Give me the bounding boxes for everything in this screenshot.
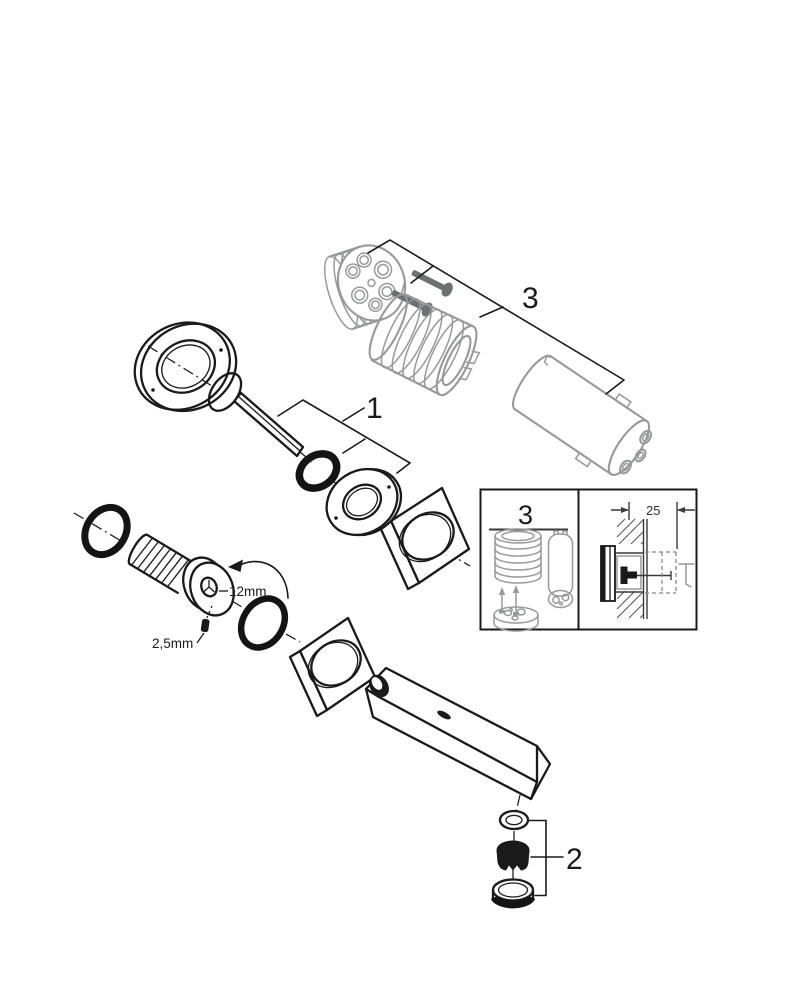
lever-pin xyxy=(207,372,305,458)
inset-depth-dimension: 25 xyxy=(611,502,695,549)
label-group-3: 3 xyxy=(522,282,539,315)
inset-group-label: 3 xyxy=(518,500,533,530)
inset-mini-cap xyxy=(493,606,539,632)
cartridge-cap xyxy=(323,244,407,330)
allen-key-size-label: 2,5mm xyxy=(152,636,193,651)
inset-mini-cartridge xyxy=(547,530,574,609)
inset-allen-key-icon xyxy=(678,563,695,588)
threaded-stud xyxy=(127,533,235,617)
spout xyxy=(364,666,552,801)
callout-group-2: 2 xyxy=(527,819,583,897)
callout-group-1: 1 xyxy=(277,392,411,474)
o-ring-large-2 xyxy=(237,595,289,651)
rotation-arrow xyxy=(228,559,289,599)
aerator xyxy=(496,840,530,871)
aerator-shell xyxy=(490,878,536,909)
hex-bit xyxy=(196,605,213,644)
inset-mini-screws xyxy=(498,585,520,616)
washer xyxy=(498,809,530,831)
callout-group-3: 3 xyxy=(367,239,625,395)
inset-valve-side-view xyxy=(600,545,672,602)
square-escutcheon-handle xyxy=(378,486,471,591)
threaded-sleeve xyxy=(368,292,481,397)
inset-wall-section xyxy=(615,518,648,619)
inset-mini-sleeve xyxy=(494,528,542,584)
cartridge xyxy=(512,354,653,476)
depth-dimension-label: 25 xyxy=(646,503,660,518)
inset-box: 3 xyxy=(479,488,698,632)
square-escutcheon-spout xyxy=(288,616,377,718)
inset-handle-ghost xyxy=(645,551,677,594)
o-ring-large xyxy=(81,503,131,559)
label-group-1: 1 xyxy=(366,392,383,425)
o-ring-small xyxy=(295,450,341,492)
round-escutcheon xyxy=(325,467,403,537)
socket-size-label: 12mm xyxy=(229,584,267,599)
label-group-2: 2 xyxy=(566,843,583,876)
brand-logo-mark xyxy=(437,710,451,720)
trim-ring xyxy=(133,321,238,413)
